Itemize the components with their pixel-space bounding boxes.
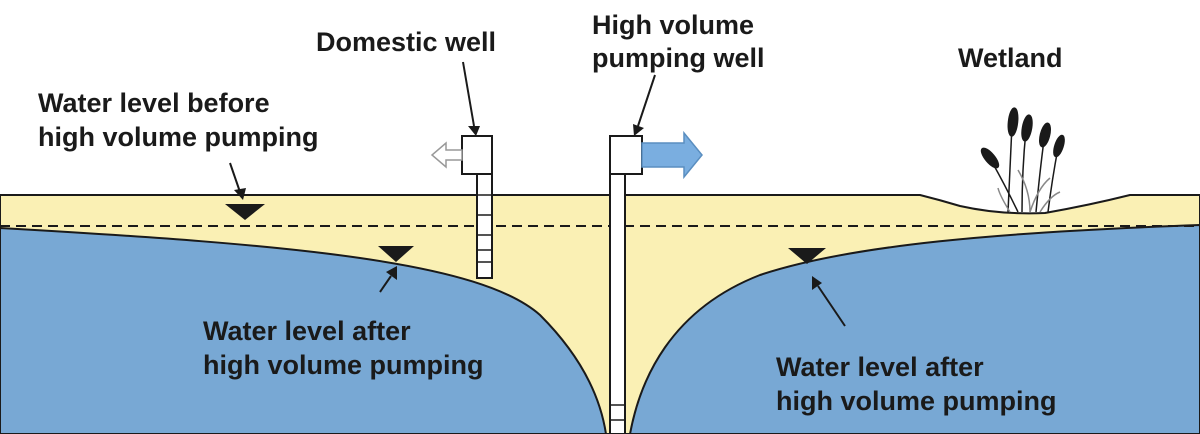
level-before-leader	[229, 162, 241, 193]
level-after-left-leader	[379, 275, 392, 293]
level-after-left-label-line1: Water level after	[203, 316, 411, 346]
domestic-flow-arrow-icon	[430, 141, 463, 169]
domestic-well-label: Domestic well	[316, 27, 496, 57]
level-after-right-leader	[817, 285, 846, 327]
pumping-well-leader	[637, 74, 656, 127]
wetland-label: Wetland	[958, 43, 1063, 73]
water-level-after-left-marker-icon	[378, 246, 414, 262]
level-before-label-line1: Water level before	[38, 88, 270, 118]
high-volume-well-label-line1: High volume	[592, 10, 754, 40]
high-volume-well-label-line2: pumping well	[592, 43, 765, 73]
high-volume-pumping-well	[609, 130, 703, 434]
groundwater-body	[0, 223, 1200, 434]
water-level-after-right-marker-icon	[788, 248, 826, 264]
cattail-plants-icon	[980, 107, 1065, 213]
domestic-well-leader	[462, 61, 475, 127]
level-before-label-line2: high volume pumping	[38, 122, 318, 152]
level-after-right-label-line1: Water level after	[776, 352, 984, 382]
level-after-left-label-line2: high volume pumping	[203, 350, 483, 380]
pumping-flow-arrow-icon	[641, 130, 703, 180]
level-after-right-label-line2: high volume pumping	[776, 386, 1056, 416]
water-level-before-marker-icon	[225, 204, 265, 220]
domestic-well	[430, 135, 493, 279]
